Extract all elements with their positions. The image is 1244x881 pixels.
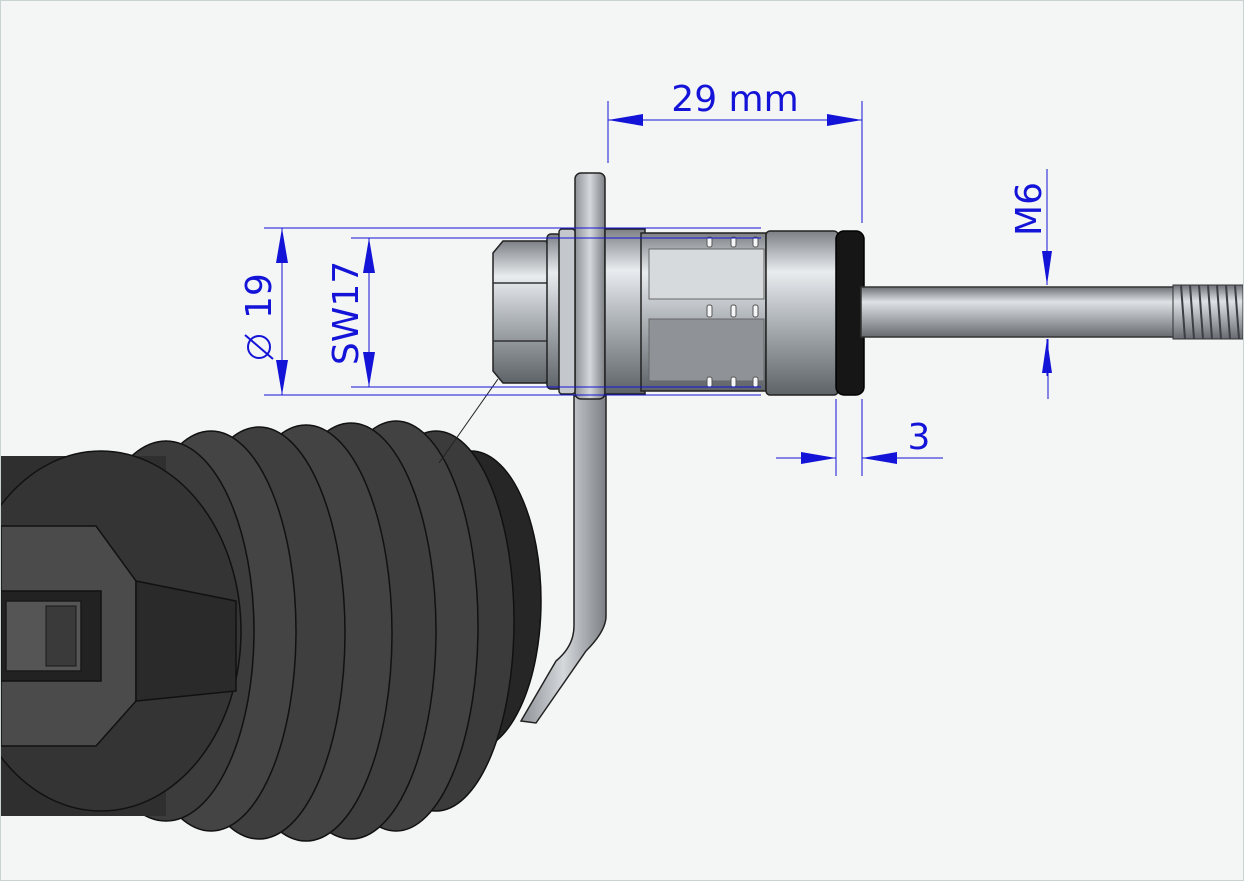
rubber-bellows	[1, 420, 542, 842]
wrench-size-label: SW17	[326, 261, 367, 365]
thread-size-label: M6	[1009, 182, 1050, 236]
thickness-dimension-label: 3	[908, 417, 931, 458]
length-dimension-label: 29 mm	[671, 79, 798, 120]
threaded-rod	[860, 284, 1243, 340]
diameter-symbol-icon	[244, 334, 274, 360]
leader-line	[438, 378, 499, 464]
diameter-dimension: 19	[239, 273, 280, 360]
sleeve	[604, 228, 865, 396]
dimension-arrows	[276, 114, 1052, 464]
mounting-bracket	[519, 172, 607, 724]
diameter-dimension-label: 19	[239, 273, 280, 319]
hex-nut	[492, 228, 576, 395]
